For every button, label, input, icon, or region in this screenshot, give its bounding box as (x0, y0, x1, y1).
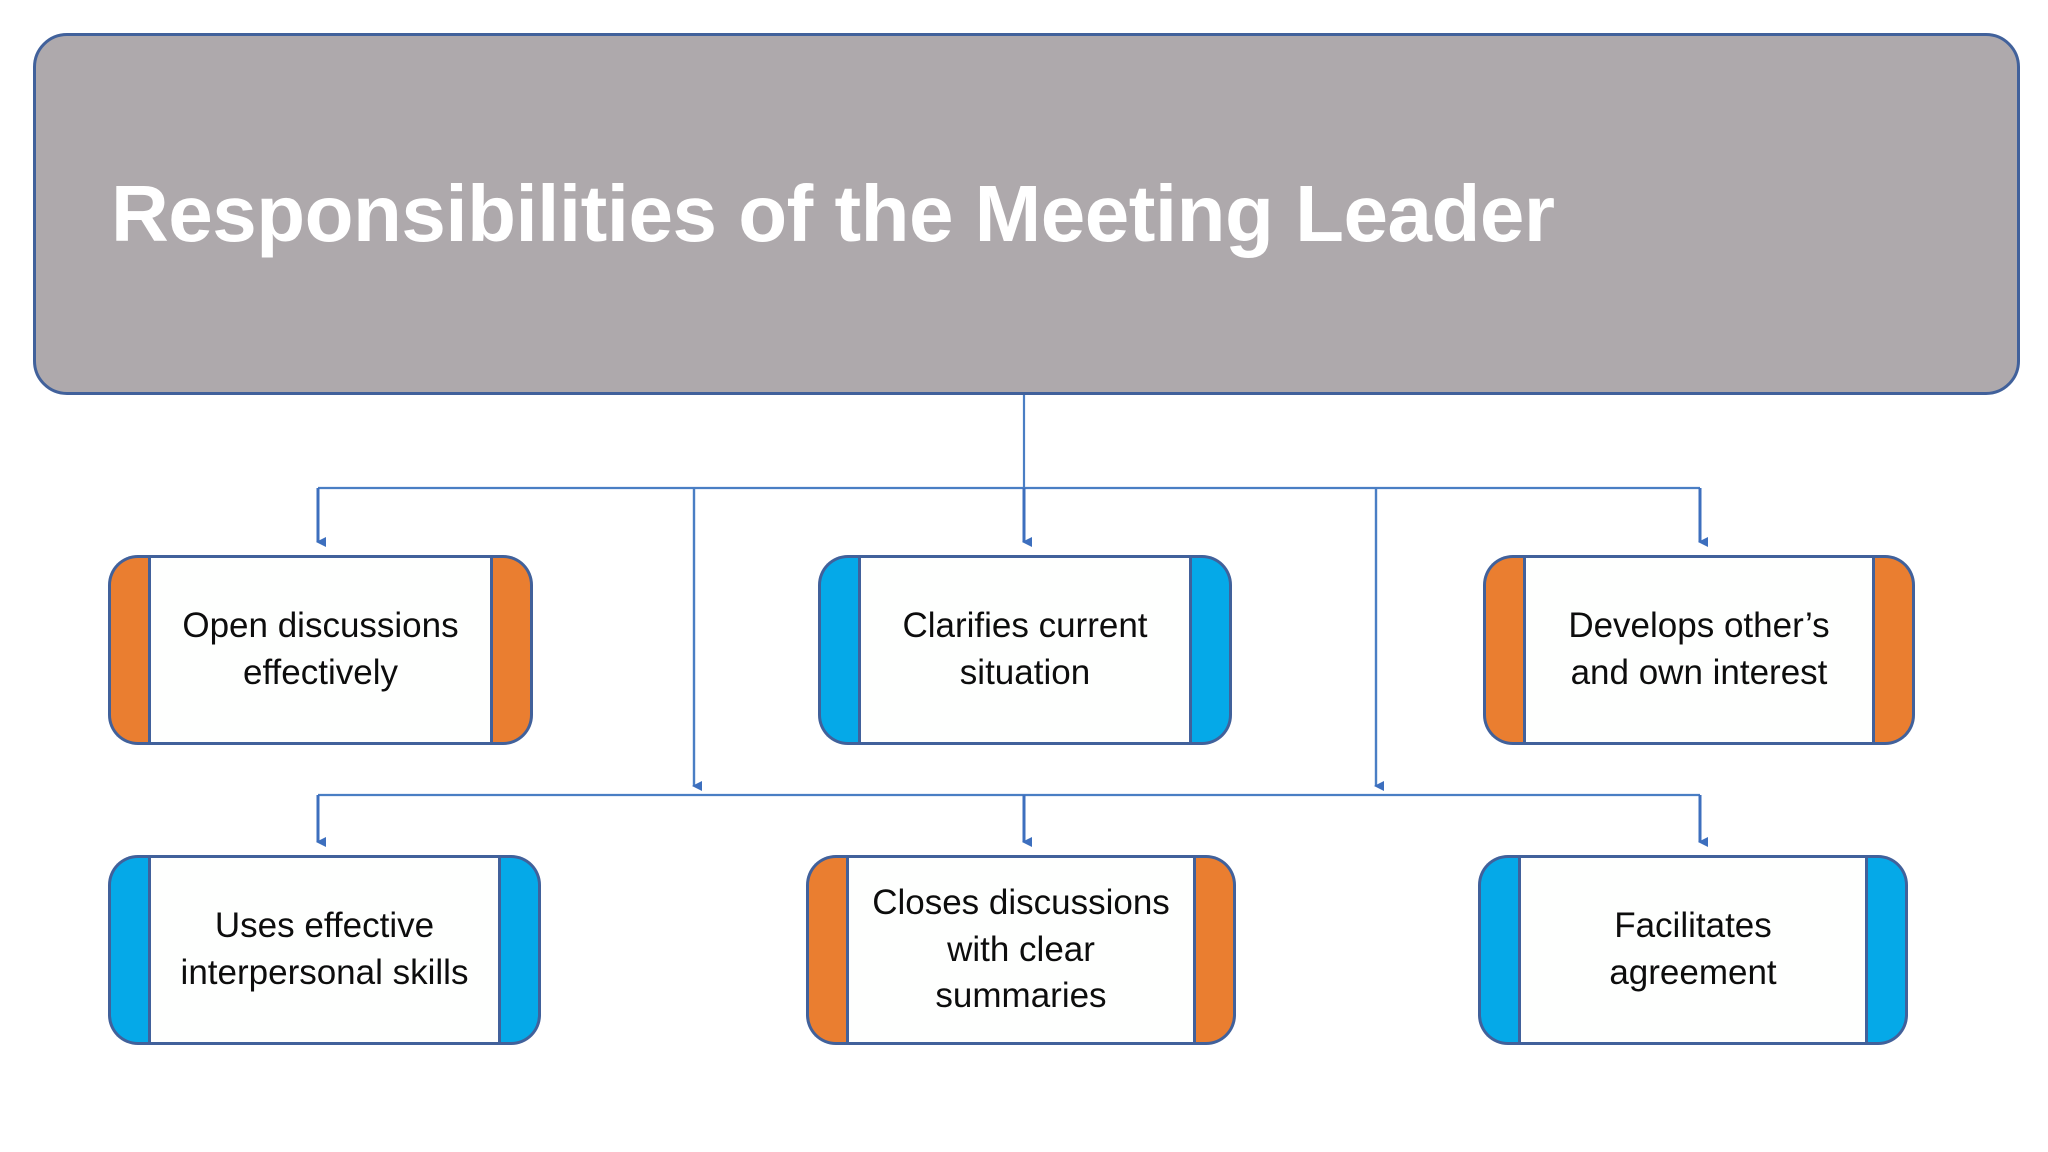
process-box-label: Open discussions effectively (182, 606, 459, 692)
process-box-body: Develops other’s and own interest (1523, 555, 1875, 745)
process-box-label: Develops other’s and own interest (1568, 606, 1830, 692)
accent-cap-left (1483, 555, 1529, 745)
connector-drops-row2 (316, 795, 1708, 847)
accent-cap-left (1478, 855, 1524, 1045)
accent-cap-right (487, 555, 533, 745)
page-title: Responsibilities of the Meeting Leader (111, 169, 1555, 258)
accent-cap-left (108, 555, 154, 745)
process-box-develops-interest[interactable]: Develops other’s and own interest (1483, 555, 1915, 745)
process-box-label: Uses effective interpersonal skills (180, 906, 469, 992)
title-banner: Responsibilities of the Meeting Leader (33, 33, 2020, 395)
process-box-body: Uses effective interpersonal skills (148, 855, 501, 1045)
process-box-label: Closes discussions with clear summaries (872, 883, 1170, 1016)
process-box-body: Open discussions effectively (148, 555, 493, 745)
process-box-label: Clarifies current situation (902, 606, 1148, 692)
connector-drops-row1 (316, 488, 1708, 547)
process-box-body: Closes discussions with clear summaries (846, 855, 1196, 1045)
accent-cap-right (1862, 855, 1908, 1045)
process-box-label: Facilitates agreement (1609, 906, 1777, 992)
accent-cap-left (818, 555, 864, 745)
connector-bus-top (318, 395, 1700, 490)
accent-cap-right (1190, 855, 1236, 1045)
process-box-facilitates-agreement[interactable]: Facilitates agreement (1478, 855, 1908, 1045)
process-box-body: Clarifies current situation (858, 555, 1192, 745)
process-box-body: Facilitates agreement (1518, 855, 1868, 1045)
accent-cap-right (1869, 555, 1915, 745)
process-box-open-discussions[interactable]: Open discussions effectively (108, 555, 533, 745)
accent-cap-right (495, 855, 541, 1045)
accent-cap-left (806, 855, 852, 1045)
process-box-interpersonal-skills[interactable]: Uses effective interpersonal skills (108, 855, 541, 1045)
accent-cap-right (1186, 555, 1232, 745)
process-box-closes-discussions[interactable]: Closes discussions with clear summaries (806, 855, 1236, 1045)
process-box-clarifies-situation[interactable]: Clarifies current situation (818, 555, 1232, 745)
accent-cap-left (108, 855, 154, 1045)
